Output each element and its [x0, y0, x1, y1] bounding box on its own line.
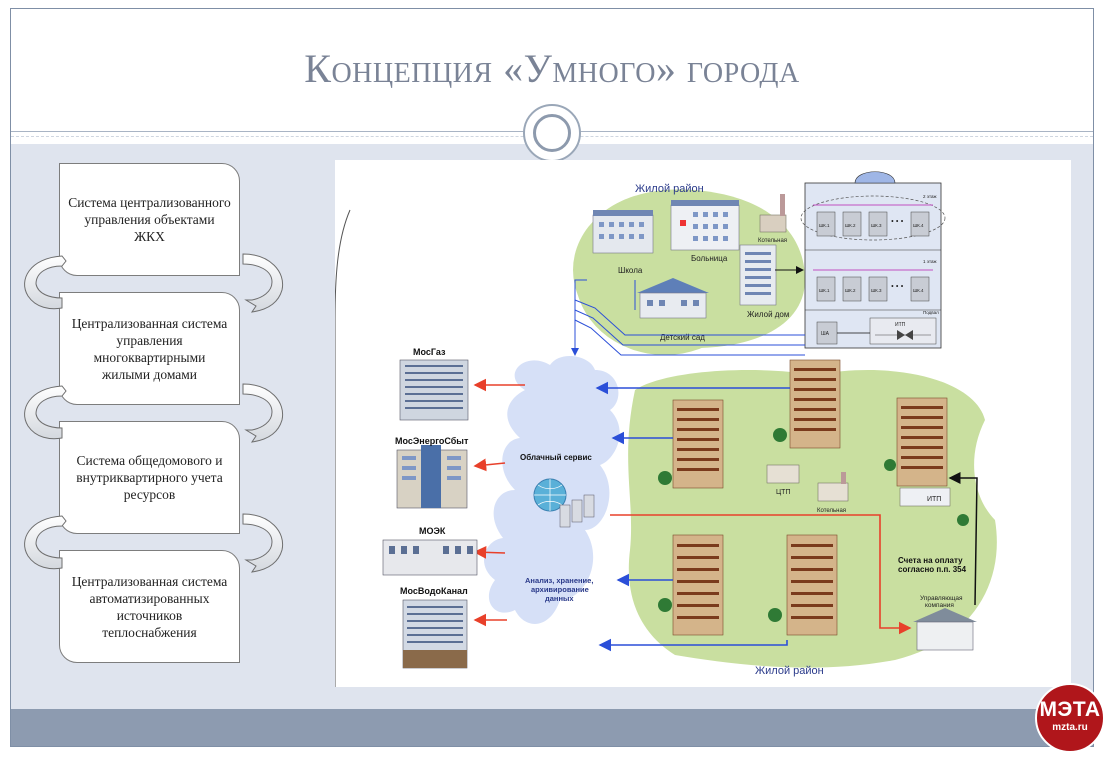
- provider-label-mosgaz: МосГаз: [413, 347, 446, 357]
- meter-cabinet-label: ШК.2: [845, 223, 856, 228]
- management-label-2: компания: [925, 602, 954, 609]
- hospital-icon: [670, 200, 740, 251]
- residential-house-icon: [739, 244, 777, 306]
- district-top-label: Жилой район: [635, 183, 704, 195]
- mosgaz-building-icon: [399, 359, 469, 421]
- itp-small-label: ИТП: [895, 322, 906, 328]
- boiler-top-label: Котельная: [758, 238, 787, 244]
- provider-label-moek: МОЭК: [419, 526, 446, 536]
- provider-label-mosenergosbyt: МосЭнергоСбыт: [395, 436, 469, 446]
- system-label: Централизованная система управления мног…: [71, 315, 228, 382]
- system-connector-arrows: [24, 253, 284, 573]
- moek-building-icon: [382, 539, 478, 576]
- mosvodokanal-building-icon: [402, 599, 468, 669]
- meter-cabinet-label: ШК.1: [819, 223, 830, 228]
- sha-label: ША: [821, 331, 830, 337]
- logo-sub-text: mzta.ru: [1052, 722, 1088, 733]
- boiler-bottom-icon: [817, 472, 849, 502]
- floor-label: Подвал: [923, 310, 939, 315]
- building-schema: ШК.1 ШК.2 ШК.3 ШК.4 ШК.1 ШК.2 ШК.3 ШК.4 …: [800, 171, 946, 349]
- system-box-resource-metering: Система общедомового и внутриквартирного…: [59, 421, 240, 534]
- globe-server-icon: [533, 478, 595, 528]
- mzta-logo: МЭТА mzta.ru: [1035, 683, 1105, 753]
- diagram-canvas: Жилой район Школа Больница Котельная: [334, 171, 997, 687]
- slide-title: Концепция «Умного» города: [304, 46, 800, 91]
- footer-bar: [11, 709, 1093, 746]
- hospital-label: Больница: [691, 254, 728, 263]
- management-label-1: Управляющая: [920, 595, 963, 602]
- provider-label-mosvodokanal: МосВодоКанал: [400, 586, 468, 596]
- meter-cabinet-label: ШК.3: [871, 223, 882, 228]
- kindergarten-label: Детский сад: [660, 333, 705, 342]
- system-box-utilities: Система централизованного управления объ…: [59, 163, 240, 276]
- boiler-bottom-label: Котельная: [817, 508, 846, 514]
- school-label: Школа: [618, 266, 643, 275]
- itp-label: ИТП: [927, 496, 941, 503]
- kindergarten-icon: [637, 278, 709, 319]
- system-label: Система общедомового и внутриквартирного…: [76, 453, 223, 502]
- school-icon: [592, 210, 654, 254]
- tree-icon: [658, 428, 969, 622]
- bills-label-2: согласно п.п. 354: [898, 565, 967, 574]
- boiler-top-icon: [759, 194, 787, 233]
- bills-label-1: Счета на оплату: [898, 556, 963, 565]
- analysis-label-2: архивирование: [531, 585, 589, 594]
- floor-label: 2 этаж: [923, 194, 936, 199]
- itp-icon: [899, 487, 951, 507]
- system-box-apartment-management: Централизованная система управления мног…: [59, 292, 240, 405]
- svg-text:• • •: • • •: [891, 217, 904, 226]
- floor-label: 1 этаж: [923, 259, 936, 264]
- management-company-icon: [913, 608, 977, 651]
- smart-city-diagram: Жилой район Школа Больница Котельная: [334, 160, 1071, 687]
- logo-main-text: МЭТА: [1039, 698, 1101, 721]
- meter-cabinet-label: ШК.2: [845, 288, 856, 293]
- meter-cabinet-label: ШК.1: [819, 288, 830, 293]
- cloud-service-label: Облачный сервис: [520, 453, 592, 462]
- meter-cabinet-label: ШК.4: [913, 288, 924, 293]
- analysis-label-3: данных: [545, 594, 574, 603]
- mosenergosbyt-building-icon: [396, 445, 468, 509]
- district-bottom-label: Жилой район: [755, 665, 824, 677]
- ctp-icon: [766, 464, 800, 484]
- meter-cabinet-label: ШК.3: [871, 288, 882, 293]
- residential-house-label: Жилой дом: [747, 310, 789, 319]
- svg-text:• • •: • • •: [891, 282, 904, 291]
- system-label: Система централизованного управления объ…: [68, 195, 231, 244]
- analysis-label-1: Анализ, хранение,: [525, 576, 593, 585]
- meter-cabinet-label: ШК.4: [913, 223, 924, 228]
- system-label: Централизованная система автоматизирован…: [71, 573, 228, 640]
- ctp-label: ЦТП: [776, 489, 791, 496]
- title-ring-ornament: [523, 104, 581, 162]
- system-box-heat-supply: Централизованная система автоматизирован…: [59, 550, 240, 663]
